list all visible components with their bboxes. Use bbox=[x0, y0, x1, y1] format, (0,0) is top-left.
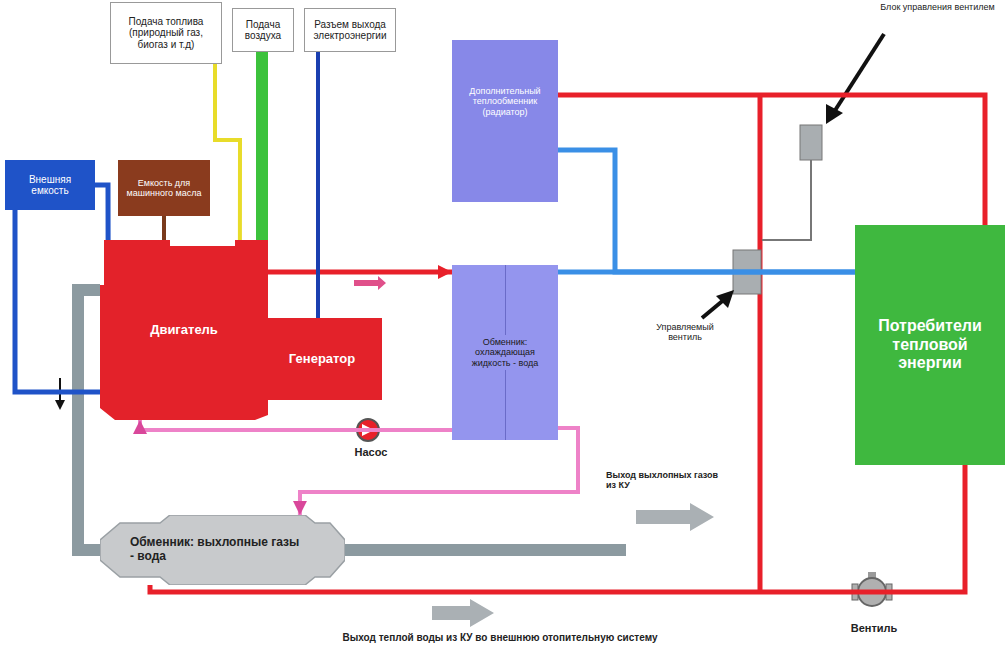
text-group: Дополнительный теплообменник (радиатор) bbox=[456, 86, 554, 117]
pipe-connector bbox=[95, 185, 108, 240]
callout-arrow bbox=[834, 34, 884, 112]
pipe-connector bbox=[300, 428, 578, 515]
pipe-connector bbox=[15, 210, 100, 392]
flow-arrow bbox=[432, 599, 494, 627]
control-wire bbox=[762, 160, 811, 240]
radiator-box: Дополнительный теплообменник (радиатор) bbox=[452, 40, 558, 202]
label-text: Выход выхлопных газов из КУ bbox=[606, 470, 726, 491]
text-group: Генератор bbox=[289, 352, 355, 367]
node-text: Генератор bbox=[289, 352, 355, 367]
callout-box: Подача воздуха bbox=[232, 8, 294, 52]
pipe-connector bbox=[162, 216, 166, 240]
consumers-box: Потребители тепловой энергии bbox=[855, 225, 1005, 465]
node-text: Емкость для машинного масла bbox=[122, 178, 206, 199]
flow-arrow bbox=[354, 276, 386, 290]
exhaust-exchanger: Обменник: выхлопные газы - вода bbox=[100, 515, 345, 585]
node-text: Обменник: выхлопные газы - вода bbox=[130, 536, 305, 564]
node-text: Дополнительный теплообменник (радиатор) bbox=[456, 86, 554, 117]
callout-box: Разъем выхода электроэнергии bbox=[304, 8, 396, 52]
node-text: Обменник: охлаждающая жидкость - вода bbox=[456, 335, 554, 370]
label-text: Вентиль bbox=[842, 622, 906, 635]
pipe-connector bbox=[558, 150, 855, 272]
flow-arrow bbox=[55, 400, 65, 410]
pipe-connector bbox=[78, 290, 100, 550]
label-text: Управляемый вентиль bbox=[640, 322, 730, 343]
hot-water-pipe bbox=[758, 95, 763, 592]
tank-box: Внешняя емкость bbox=[5, 160, 95, 210]
flow-arrow bbox=[636, 503, 714, 531]
node-text: Потребители тепловой энергии bbox=[859, 317, 1001, 372]
pipe-connector bbox=[316, 52, 320, 318]
oil-tank-box: Емкость для машинного масла bbox=[118, 160, 210, 216]
label-text: Выход теплой воды из КУ во внешнюю отопи… bbox=[230, 632, 770, 644]
node-text: Двигатель bbox=[150, 323, 218, 338]
node-text: Подача воздуха bbox=[236, 19, 290, 42]
pipe-connector bbox=[215, 64, 240, 240]
label-text: Насос bbox=[346, 446, 396, 459]
text-group: Емкость для машинного масла bbox=[122, 178, 206, 199]
text-group: Подача топлива (природный газ, биогаз и … bbox=[114, 16, 218, 51]
node-text: Разъем выхода электроэнергии bbox=[308, 19, 392, 42]
arrow-head bbox=[826, 104, 843, 124]
pipe-connector bbox=[558, 95, 985, 225]
pipe-connector bbox=[140, 420, 452, 430]
text-group: Обменник: выхлопные газы - вода bbox=[130, 536, 305, 564]
pipe-connector bbox=[268, 270, 452, 275]
control-block bbox=[800, 125, 822, 160]
pipe-connector bbox=[256, 52, 268, 240]
generator-box: Генератор bbox=[262, 318, 382, 400]
exhaust-exchanger-outline bbox=[100, 515, 345, 585]
node-text: Подача топлива (природный газ, биогаз и … bbox=[114, 16, 218, 51]
text-group: Потребители тепловой энергии bbox=[859, 317, 1001, 372]
text-group: Обменник: охлаждающая жидкость - вода bbox=[456, 335, 554, 370]
engine-shape-outline bbox=[100, 240, 268, 420]
callout-box: Подача топлива (природный газ, биогаз и … bbox=[110, 2, 222, 64]
exchanger-box: Обменник: охлаждающая жидкость - вода bbox=[452, 265, 558, 440]
text-group: Двигатель bbox=[150, 323, 218, 338]
arrow-head bbox=[716, 290, 734, 308]
node-text: Внешняя емкость bbox=[9, 174, 91, 197]
text-group: Внешняя емкость bbox=[9, 174, 91, 197]
label-text: Блок управления вентилем bbox=[880, 2, 995, 12]
text-group: Подача воздуха bbox=[236, 19, 290, 42]
exhaust-pipe bbox=[340, 544, 626, 556]
text-group: Разъем выхода электроэнергии bbox=[308, 19, 392, 42]
engine-shape: Двигатель bbox=[100, 240, 268, 420]
